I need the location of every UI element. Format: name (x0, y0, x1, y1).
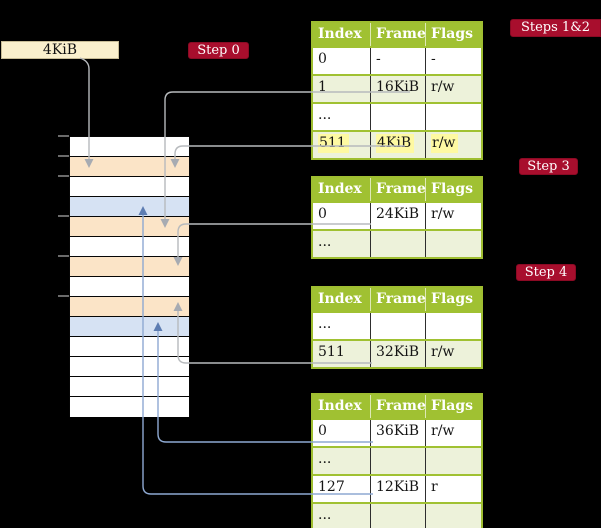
memory-frame-row (70, 237, 189, 257)
cell-flags: r/w (425, 76, 481, 102)
cell-flags: r/w (425, 132, 481, 158)
page-table-steps-1-2: Index Frame Flags 0 - - 1 16KiB r/w ... … (311, 21, 483, 160)
memory-frame-row (70, 357, 189, 377)
cell-frame: 4KiB (370, 132, 425, 158)
frame-address-ticks (58, 135, 69, 297)
col-header-index: Index (318, 26, 362, 42)
cell-index: ... (318, 107, 332, 123)
memory-frame-row (70, 137, 189, 157)
table-header-row: Index Frame Flags (313, 395, 481, 418)
cell-index: 1 (318, 79, 327, 95)
cell-index: 0 (318, 423, 327, 439)
cell-frame: - (370, 48, 425, 74)
highlight: 4KiB (376, 134, 415, 153)
table-row: 127 12KiB r (313, 474, 481, 502)
memory-frame-row (70, 197, 189, 217)
col-header-frame: Frame (370, 288, 426, 311)
cell-index: 127 (318, 479, 345, 495)
cell-index: ... (318, 316, 332, 332)
memory-frame-row (70, 337, 189, 357)
memory-frame-row (70, 217, 189, 237)
col-header-flags: Flags (425, 395, 481, 418)
table-row: 511 32KiB r/w (313, 339, 481, 367)
memory-frame-row (70, 317, 189, 337)
badge-step-3: Step 3 (519, 158, 578, 175)
table-row: ... (313, 229, 481, 257)
memory-frame-row (70, 157, 189, 177)
col-header-frame: Frame (370, 178, 426, 201)
cell-flags: r/w (425, 341, 481, 367)
table-row: ... (313, 446, 481, 474)
table-header-row: Index Frame Flags (313, 178, 481, 201)
cell-index: ... (318, 451, 332, 467)
cell-index: 511 (313, 132, 370, 158)
root-pointer-box: 4KiB (1, 41, 119, 59)
badge-step-4: Step 4 (516, 264, 576, 281)
cell-frame: 12KiB (370, 476, 425, 502)
cell-flags (425, 231, 481, 257)
cell-flags: r/w (425, 420, 481, 446)
table-row: ... (313, 502, 481, 528)
table-row: 0 - - (313, 46, 481, 74)
cell-frame (370, 504, 425, 528)
cell-frame (370, 231, 425, 257)
col-header-index: Index (318, 181, 362, 197)
table-row: 1 16KiB r/w (313, 74, 481, 102)
memory-frame-row (70, 257, 189, 277)
cell-index: ... (318, 234, 332, 250)
col-header-index: Index (318, 291, 362, 307)
cell-frame (370, 104, 425, 130)
cell-frame: 24KiB (370, 203, 425, 229)
col-header-flags: Flags (425, 178, 481, 201)
table-row: 0 36KiB r/w (313, 418, 481, 446)
cell-flags: - (425, 48, 481, 74)
cell-frame: 16KiB (370, 76, 425, 102)
table-row: ... (313, 102, 481, 130)
highlight: 511 (318, 134, 349, 153)
cell-frame: 36KiB (370, 420, 425, 446)
table-row: 0 24KiB r/w (313, 201, 481, 229)
col-header-frame: Frame (370, 23, 426, 46)
cell-flags (425, 104, 481, 130)
table-header-row: Index Frame Flags (313, 23, 481, 46)
page-table-step-3: Index Frame Flags 0 24KiB r/w ... (311, 176, 483, 259)
memory-frame-row (70, 177, 189, 197)
cell-flags (425, 504, 481, 528)
cell-flags (425, 448, 481, 474)
col-header-frame: Frame (370, 395, 426, 418)
cell-flags: r/w (425, 203, 481, 229)
highlight: r/w (431, 134, 459, 153)
col-header-index: Index (318, 398, 362, 414)
cell-flags: r (425, 476, 481, 502)
cell-frame (370, 448, 425, 474)
cell-index: 511 (318, 344, 345, 360)
cell-index: ... (318, 507, 332, 523)
cell-frame (370, 313, 425, 339)
cell-index: 0 (318, 206, 327, 222)
page-table-step-4: Index Frame Flags ... 511 32KiB r/w (311, 286, 483, 369)
badge-steps-1-2: Steps 1&2 (510, 19, 601, 37)
memory-frame-row (70, 277, 189, 297)
page-table-leaf: Index Frame Flags 0 36KiB r/w ... 127 12… (311, 393, 483, 528)
table-row: ... (313, 311, 481, 339)
table-header-row: Index Frame Flags (313, 288, 481, 311)
cell-frame: 32KiB (370, 341, 425, 367)
table-row-highlighted: 511 4KiB r/w (313, 130, 481, 158)
memory-frame-row (70, 397, 189, 417)
col-header-flags: Flags (425, 23, 481, 46)
cell-index: 0 (318, 51, 327, 67)
physical-memory-strip (69, 136, 190, 417)
col-header-flags: Flags (425, 288, 481, 311)
cell-flags (425, 313, 481, 339)
memory-frame-row (70, 297, 189, 317)
badge-step-0: Step 0 (188, 42, 249, 59)
memory-frame-row (70, 377, 189, 397)
